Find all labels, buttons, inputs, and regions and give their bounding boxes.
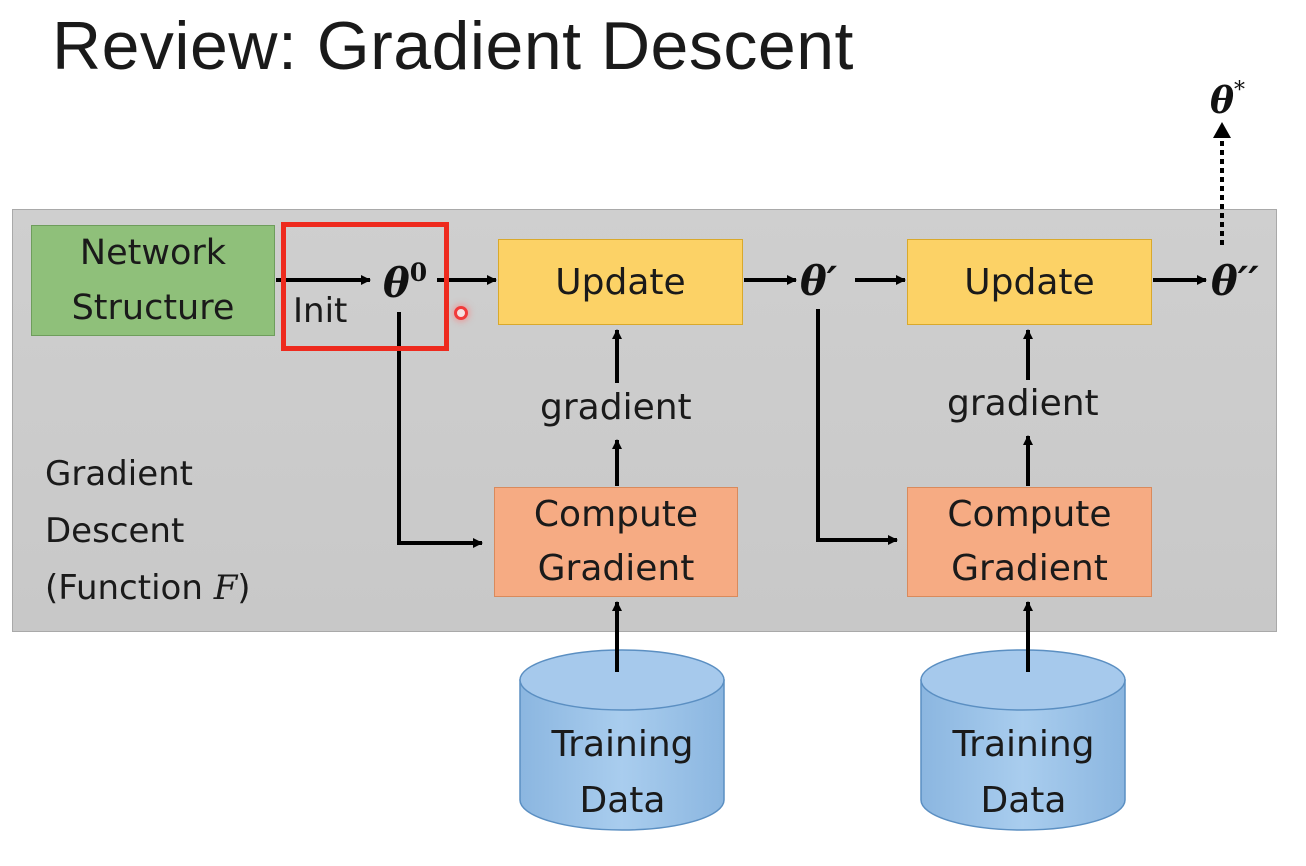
network-structure-line2: Structure bbox=[71, 287, 235, 328]
init-label: Init bbox=[293, 291, 348, 331]
dotted-arrowhead bbox=[1213, 122, 1231, 138]
cylinder-label-1: Training Data bbox=[520, 717, 725, 829]
theta-star-base: θ bbox=[1210, 80, 1235, 122]
training-data-1-line1: Training bbox=[551, 724, 694, 765]
update-label-2: Update bbox=[964, 261, 1095, 303]
init-highlight-box bbox=[281, 222, 449, 351]
training-data-1-line2: Data bbox=[579, 780, 666, 821]
function-label: Gradient Descent (Function F) bbox=[45, 446, 251, 617]
theta0-base: θ bbox=[383, 260, 410, 307]
compute-gradient-box-1: Compute Gradient bbox=[494, 487, 738, 597]
function-label-var: F bbox=[213, 568, 238, 608]
compute-gradient-1-line1: Compute bbox=[533, 494, 699, 535]
compute-gradient-2-line1: Compute bbox=[947, 494, 1112, 535]
theta-double-prime-symbol: θ′′ bbox=[1211, 258, 1259, 305]
function-label-line2: Descent bbox=[45, 511, 185, 551]
training-data-cylinder-2 bbox=[920, 649, 1126, 831]
compute-gradient-box-2: Compute Gradient bbox=[907, 487, 1152, 597]
theta0-sup: 0 bbox=[409, 258, 428, 287]
function-label-prefix: (Function bbox=[45, 568, 214, 608]
arrow-thetaprime-to-compute2 bbox=[816, 309, 898, 545]
function-label-line3: (Function F) bbox=[45, 560, 251, 617]
theta-prime-symbol: θ′ bbox=[800, 258, 838, 305]
function-label-suffix: ) bbox=[237, 568, 251, 608]
gradient-label-2: gradient bbox=[947, 383, 1099, 424]
cylinder-label-2: Training Data bbox=[921, 717, 1126, 829]
arrow-theta0-to-compute1 bbox=[397, 312, 483, 548]
laser-pointer bbox=[454, 306, 468, 320]
theta0-symbol: θ0 bbox=[383, 258, 427, 307]
compute-gradient-1-line2: Gradient bbox=[537, 548, 695, 589]
theta-star-symbol: θ* bbox=[1210, 78, 1245, 122]
training-data-2-line1: Training bbox=[952, 724, 1095, 765]
training-data-2-line2: Data bbox=[980, 780, 1067, 821]
update-label-1: Update bbox=[555, 261, 686, 303]
update-box-2: Update bbox=[907, 239, 1152, 325]
update-box-1: Update bbox=[498, 239, 743, 325]
gradient-label-1: gradient bbox=[540, 387, 692, 428]
theta-star-sup: * bbox=[1234, 78, 1246, 103]
function-label-line1: Gradient bbox=[45, 454, 193, 494]
slide-title: Review: Gradient Descent bbox=[52, 8, 854, 84]
compute-gradient-2-line2: Gradient bbox=[951, 548, 1108, 589]
network-structure-box: Network Structure bbox=[31, 225, 275, 336]
network-structure-line1: Network bbox=[79, 232, 227, 273]
training-data-cylinder-1 bbox=[519, 649, 725, 831]
